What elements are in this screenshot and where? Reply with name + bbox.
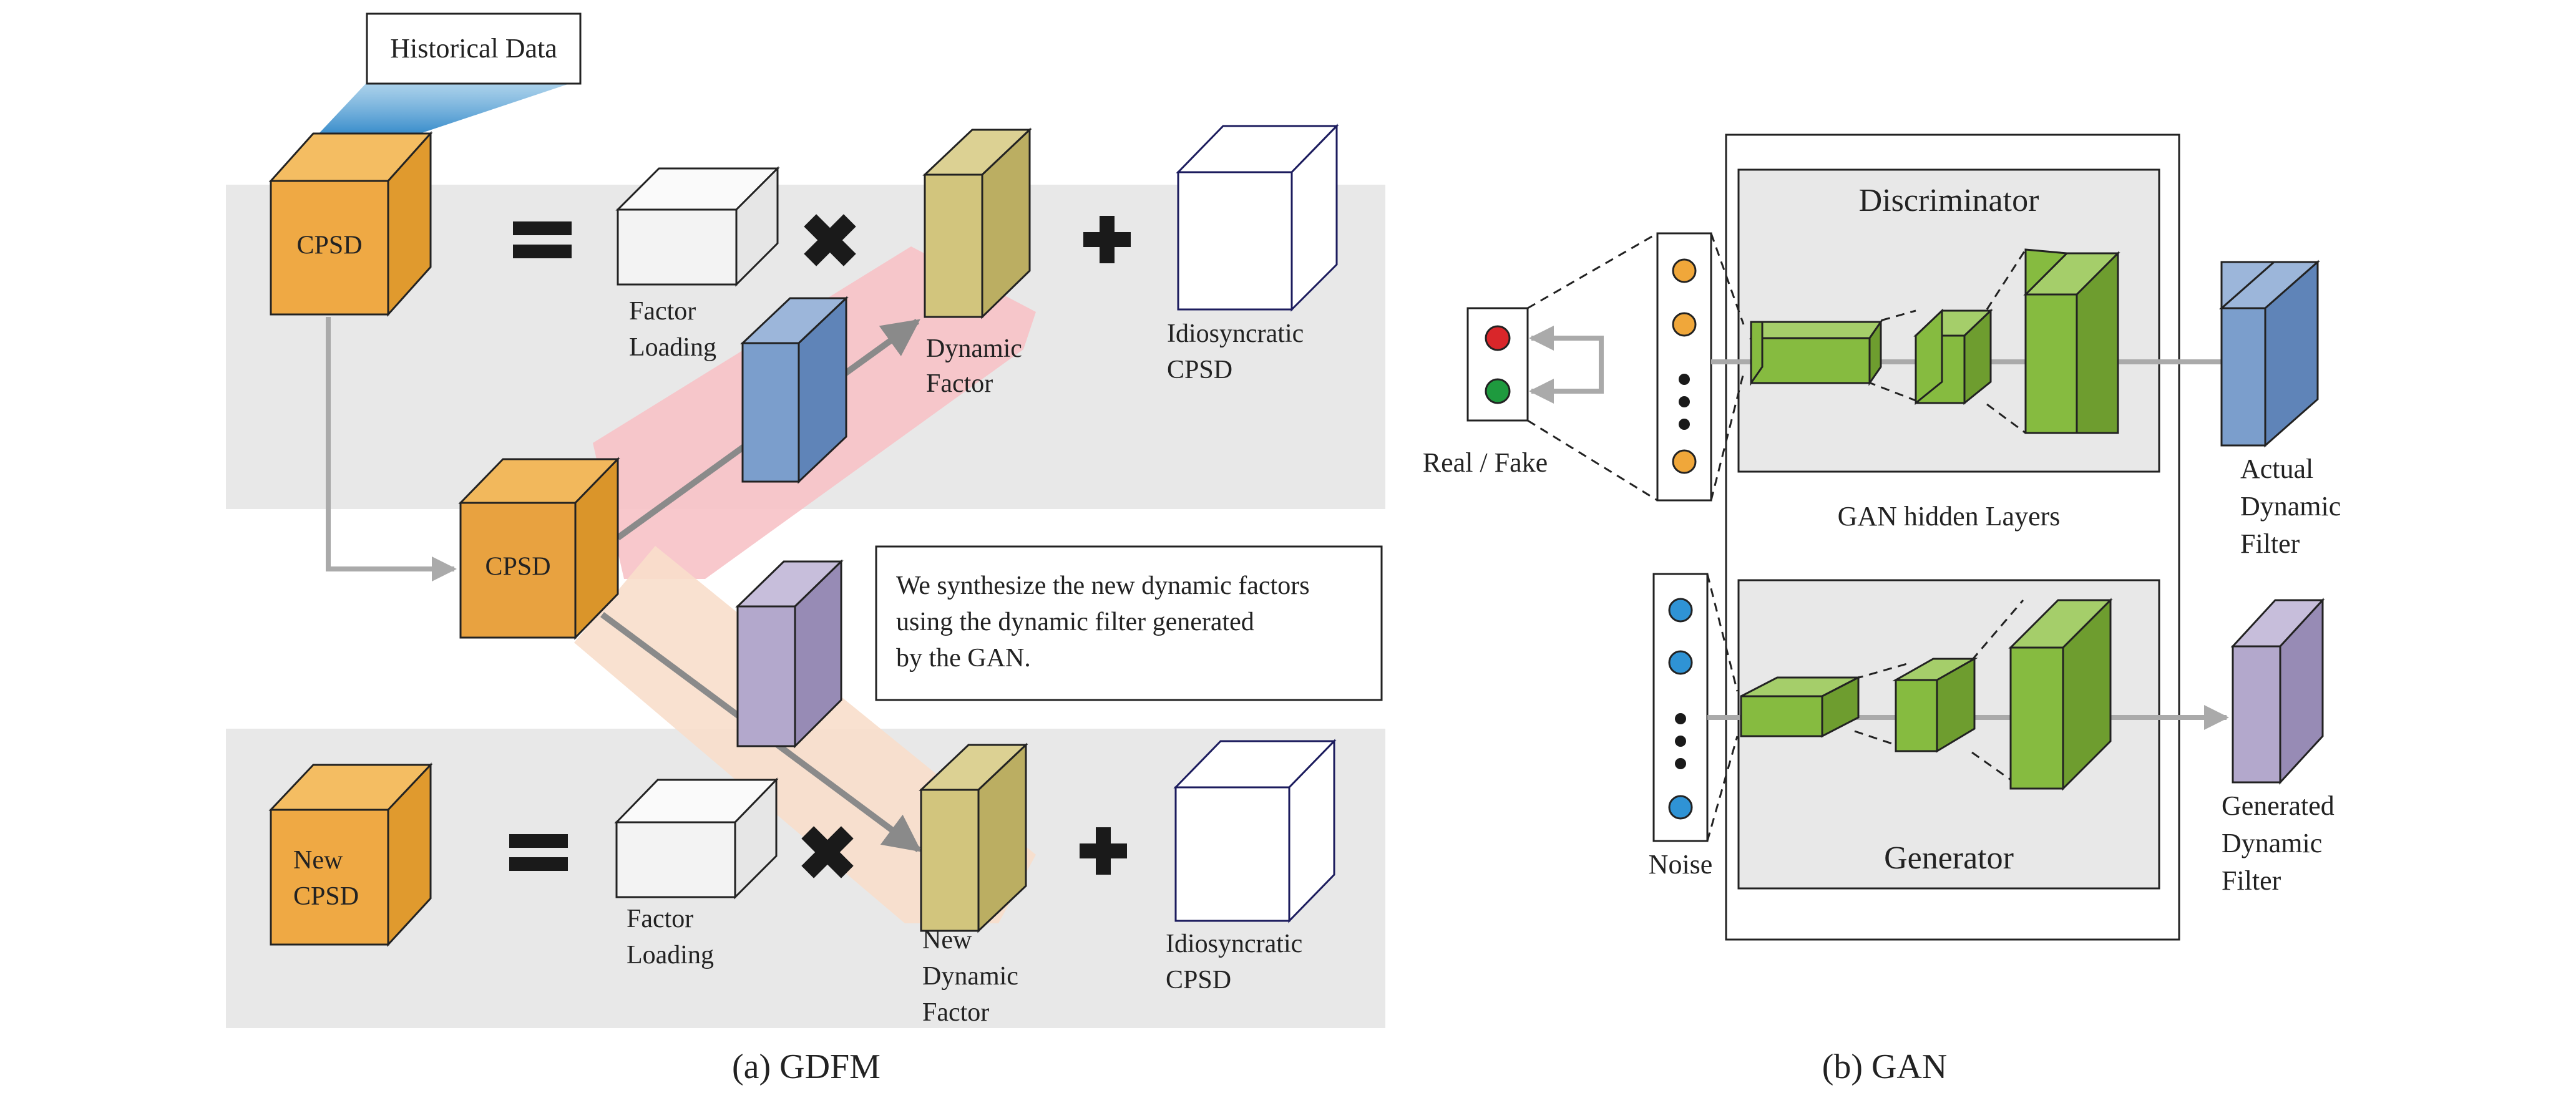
disc-input-dot (1672, 312, 1697, 337)
cpsd-middle-cube: CPSD (458, 457, 620, 640)
panel-b-gan: Discriminator Generator GAN hidden Layer… (1423, 134, 2341, 1086)
generator-label: Generator (1884, 840, 2014, 876)
idiosyncratic-top-line1: Idiosyncratic (1167, 319, 1304, 348)
disc-layer-1 (1749, 319, 1883, 386)
synthesis-note-box (875, 545, 1383, 701)
factor-loading-cube-bottom (614, 777, 779, 900)
noise-dot (1668, 598, 1693, 623)
noise-dot (1668, 650, 1693, 675)
generated-filter-line3: Filter (2222, 865, 2281, 896)
panel-a-gdfm: Historical Data CPSD Factor Loading (226, 12, 1385, 1086)
new-cpsd-line1: New (293, 846, 343, 875)
note-line3: by the GAN. (896, 644, 1031, 673)
actual-filter-line1: Actual (2240, 454, 2313, 484)
cpsd-cube: CPSD (268, 131, 433, 317)
disc-input-dot (1672, 449, 1697, 474)
real-fake-label: Real / Fake (1423, 447, 1548, 478)
idiosyncratic-cube-top (1176, 124, 1339, 312)
factor-loading-cube-top (615, 166, 780, 287)
new-dynamic-factor-line3: Factor (922, 998, 989, 1027)
historical-data-label: Historical Data (390, 33, 557, 64)
dashed-connector (1527, 232, 1658, 309)
cpsd-middle-label: CPSD (485, 553, 550, 581)
output-to-real-arrow (1529, 326, 1604, 362)
multiply-sign-top (804, 214, 856, 266)
new-dynamic-factor-cube (919, 742, 1028, 933)
ellipsis-dot (1679, 374, 1690, 385)
ellipsis-dot (1675, 713, 1686, 724)
disc-layer-3 (2023, 248, 2120, 434)
factor-loading-bottom-line2: Loading (627, 941, 714, 969)
actual-dynamic-filter-cube (2219, 260, 2320, 448)
gen-layer-1 (1740, 676, 1860, 738)
historical-data-box (366, 12, 582, 85)
ellipsis-dot (1675, 736, 1686, 747)
ellipsis-dot (1679, 419, 1690, 430)
factor-loading-bottom-line1: Factor (627, 905, 693, 933)
dynamic-filter-blue-cube (740, 296, 849, 484)
hidden-layers-label: GAN hidden Layers (1838, 501, 2061, 532)
new-cpsd-cube: New CPSD (268, 762, 433, 947)
generated-filter-line1: Generated (2222, 790, 2334, 821)
historical-data-beam (318, 81, 577, 134)
note-line2: using the dynamic filter generated (896, 608, 1254, 636)
real-dot (1485, 325, 1511, 351)
idiosyncratic-bottom-line1: Idiosyncratic (1166, 930, 1302, 958)
dynamic-factor-top-line1: Dynamic (926, 334, 1022, 363)
actual-filter-line3: Filter (2240, 528, 2300, 559)
generated-dynamic-filter-cube (2230, 598, 2325, 785)
new-dynamic-factor-line1: New (922, 926, 972, 955)
generated-filter-line2: Dynamic (2222, 828, 2322, 858)
gen-layer-2 (1892, 657, 1978, 753)
actual-filter-line2: Dynamic (2240, 491, 2341, 522)
caption-a: (a) GDFM (732, 1047, 881, 1086)
idiosyncratic-bottom-line2: CPSD (1166, 966, 1231, 994)
caption-b: (b) GAN (1822, 1047, 1948, 1086)
factor-loading-top-line2: Loading (629, 333, 716, 362)
equals-sign-bottom (509, 834, 568, 871)
dynamic-factor-cube-top (922, 127, 1032, 319)
fake-dot (1485, 378, 1511, 404)
new-dynamic-factor-line2: Dynamic (922, 962, 1018, 991)
noise-label: Noise (1649, 849, 1713, 880)
idiosyncratic-top-line2: CPSD (1167, 356, 1232, 384)
disc-input-dot (1672, 258, 1697, 283)
cpsd-label: CPSD (296, 231, 362, 260)
dashed-connector (1527, 419, 1658, 502)
multiply-sign-bottom (801, 826, 854, 878)
cpsd-down-arrow (326, 317, 457, 581)
note-line1: We synthesize the new dynamic factors (896, 571, 1310, 600)
disc-layer-2 (1913, 308, 1993, 406)
plus-sign-top (1083, 216, 1131, 263)
new-cpsd-line2: CPSD (293, 882, 359, 911)
ellipsis-dot (1679, 396, 1690, 407)
gen-layer-3 (2008, 598, 2113, 791)
ellipsis-dot (1675, 758, 1686, 769)
factor-loading-top-line1: Factor (629, 297, 696, 326)
equals-sign-top (513, 221, 572, 258)
dynamic-filter-purple-cube (735, 559, 844, 749)
discriminator-label: Discriminator (1859, 183, 2039, 218)
noise-dot (1668, 795, 1693, 820)
dynamic-factor-top-line2: Factor (926, 369, 993, 398)
plus-sign-bottom (1080, 827, 1127, 875)
output-to-fake-arrow (1529, 362, 1604, 404)
idiosyncratic-cube-bottom (1173, 739, 1337, 923)
